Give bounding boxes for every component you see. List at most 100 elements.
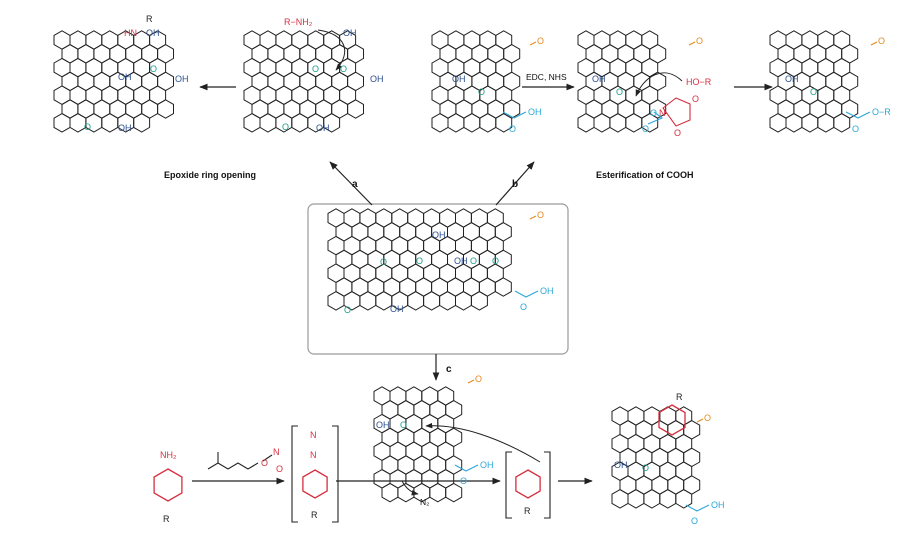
curly-arrow-amine-attack xyxy=(317,29,346,71)
graphene-sheet-nhs-ester xyxy=(577,30,667,133)
nhs-o-bottom-label: O xyxy=(674,128,681,138)
carbonyl-bond-nhs xyxy=(688,41,696,46)
oh-label-b6: OH xyxy=(785,74,799,84)
nhs-carbonyl-o-label: O xyxy=(642,124,649,134)
oh-label-center3: OH xyxy=(390,304,404,314)
oh-label-b1: OH xyxy=(343,28,357,38)
step-label-b: b xyxy=(512,179,518,190)
carbonyl-bond-ester xyxy=(870,41,878,46)
epoxide-label-c1: O xyxy=(400,420,407,430)
byproduct-n2: N₂ xyxy=(420,497,429,507)
nitrite-bond xyxy=(262,454,273,462)
epoxide-label-b5: O xyxy=(810,87,817,97)
graphene-sheet-central xyxy=(327,208,512,311)
carbonyl-o-center-label: O xyxy=(537,210,544,220)
carbonyl-bond-c xyxy=(467,379,475,384)
oh-label-center1: OH xyxy=(432,230,446,240)
oh-label-a4: OH xyxy=(118,123,132,133)
oh-label-b2: OH xyxy=(370,74,384,84)
epoxide-label-a2: O xyxy=(84,122,91,132)
radical-r-label: R xyxy=(524,506,531,516)
nhs-ester-bond xyxy=(647,111,664,125)
nhs-n-label: N xyxy=(659,108,666,118)
cooh-o-final-label: O xyxy=(691,516,698,526)
epoxide-label-b2: O xyxy=(282,122,289,132)
oh-label-a3: OH xyxy=(175,74,189,84)
epoxide-label-b-alkoxide: O xyxy=(312,64,319,74)
cooh-o-center-label: O xyxy=(520,302,527,312)
carbonyl-bond-final xyxy=(696,418,704,423)
aryl-attached-ring xyxy=(658,404,686,436)
epoxide-label-center3: O xyxy=(470,256,477,266)
ester-carbonyl-o-label: O xyxy=(852,124,859,134)
graphene-sheet-epoxide-product xyxy=(53,30,174,133)
diazonium-ring xyxy=(302,469,328,499)
carbonyl-o-b-label: O xyxy=(537,36,544,46)
epoxide-label-center1: O xyxy=(380,257,387,267)
arrow-b xyxy=(495,161,535,206)
graphene-sheet-carboxyl xyxy=(431,30,521,133)
aryl-radical-ring xyxy=(515,469,541,499)
graphene-sheet-ester-product xyxy=(769,30,859,133)
arrow-n2-branch xyxy=(401,480,419,496)
epoxide-label-b3: O xyxy=(478,87,485,97)
nitrite-o-label: O xyxy=(261,458,268,468)
graphene-sheet-diazonium-target xyxy=(373,386,463,503)
nitroso-o-label: O xyxy=(276,464,283,474)
reagent-edc-nhs: EDC, NHS xyxy=(526,72,567,82)
r-label-amine-product: R xyxy=(146,14,153,24)
oh-label-a1: OH xyxy=(146,28,160,38)
curly-arrow-alcohol-attack xyxy=(635,72,683,97)
diazonium-n-top-label: N xyxy=(310,430,317,440)
epoxide-label-final1: O xyxy=(642,463,649,473)
epoxide-label-center2: O xyxy=(416,256,423,266)
epoxide-label-b1: O xyxy=(340,64,347,74)
oh-label-a2: OH xyxy=(118,72,132,82)
oh-label-center2: OH xyxy=(454,256,468,266)
curly-arrow-radical-attack xyxy=(425,422,541,463)
carboxyl-bond-center xyxy=(514,290,539,298)
nitrite-n-label: N xyxy=(273,447,280,457)
aniline-ring xyxy=(153,468,183,502)
bracket-diazonium-left xyxy=(291,425,298,523)
oh-label-b4: OH xyxy=(452,74,466,84)
bracket-radical-left xyxy=(505,451,512,519)
amine-reagent-label: R−NH₂ xyxy=(284,17,313,27)
ester-link-o-label: O xyxy=(650,108,657,118)
carboxyl-bond-b xyxy=(502,111,527,119)
epoxide-label-b4: O xyxy=(616,87,623,97)
epoxide-label-center5: O xyxy=(344,305,351,315)
aniline-nh2-label: NH₂ xyxy=(160,450,177,460)
ester-bond xyxy=(845,111,871,119)
carbonyl-o-final-label: O xyxy=(704,413,711,423)
carboxyl-bond-final xyxy=(685,504,710,512)
bracket-radical-right xyxy=(544,451,551,519)
diazonium-n-label: N xyxy=(310,450,317,460)
caption-epoxide-ring-opening: Epoxide ring opening xyxy=(164,170,256,180)
step-label-a: a xyxy=(352,179,358,190)
carboxyl-bond-c xyxy=(454,464,479,472)
graphene-sheet-aryl-product xyxy=(611,406,701,509)
step-label-c: c xyxy=(446,364,452,375)
carbonyl-o-c-label: O xyxy=(475,374,482,384)
aniline-r-label: R xyxy=(163,514,170,524)
cooh-o-c-label: O xyxy=(460,476,467,486)
cooh-o-b-label: O xyxy=(509,124,516,134)
alcohol-reagent-label: HO−R xyxy=(686,77,712,87)
carbonyl-bond-center xyxy=(529,215,537,220)
carbonyl-bond-b xyxy=(529,41,537,46)
central-box xyxy=(307,203,569,355)
oh-label-b5: OH xyxy=(592,74,606,84)
cooh-oh-center-label: OH xyxy=(540,286,554,296)
epoxide-label-center4: O xyxy=(492,256,499,266)
epoxide-label-a1: O xyxy=(150,64,157,74)
bracket-diazonium-right xyxy=(332,425,339,523)
succinimide-ring xyxy=(662,97,691,127)
isoamyl-nitrite-chain xyxy=(207,462,259,470)
cooh-oh-final-label: OH xyxy=(711,500,725,510)
oh-label-final1: OH xyxy=(614,460,628,470)
carbonyl-o-nhs-label: O xyxy=(696,36,703,46)
cooh-oh-c-label: OH xyxy=(480,460,494,470)
oh-label-c1: OH xyxy=(376,420,390,430)
